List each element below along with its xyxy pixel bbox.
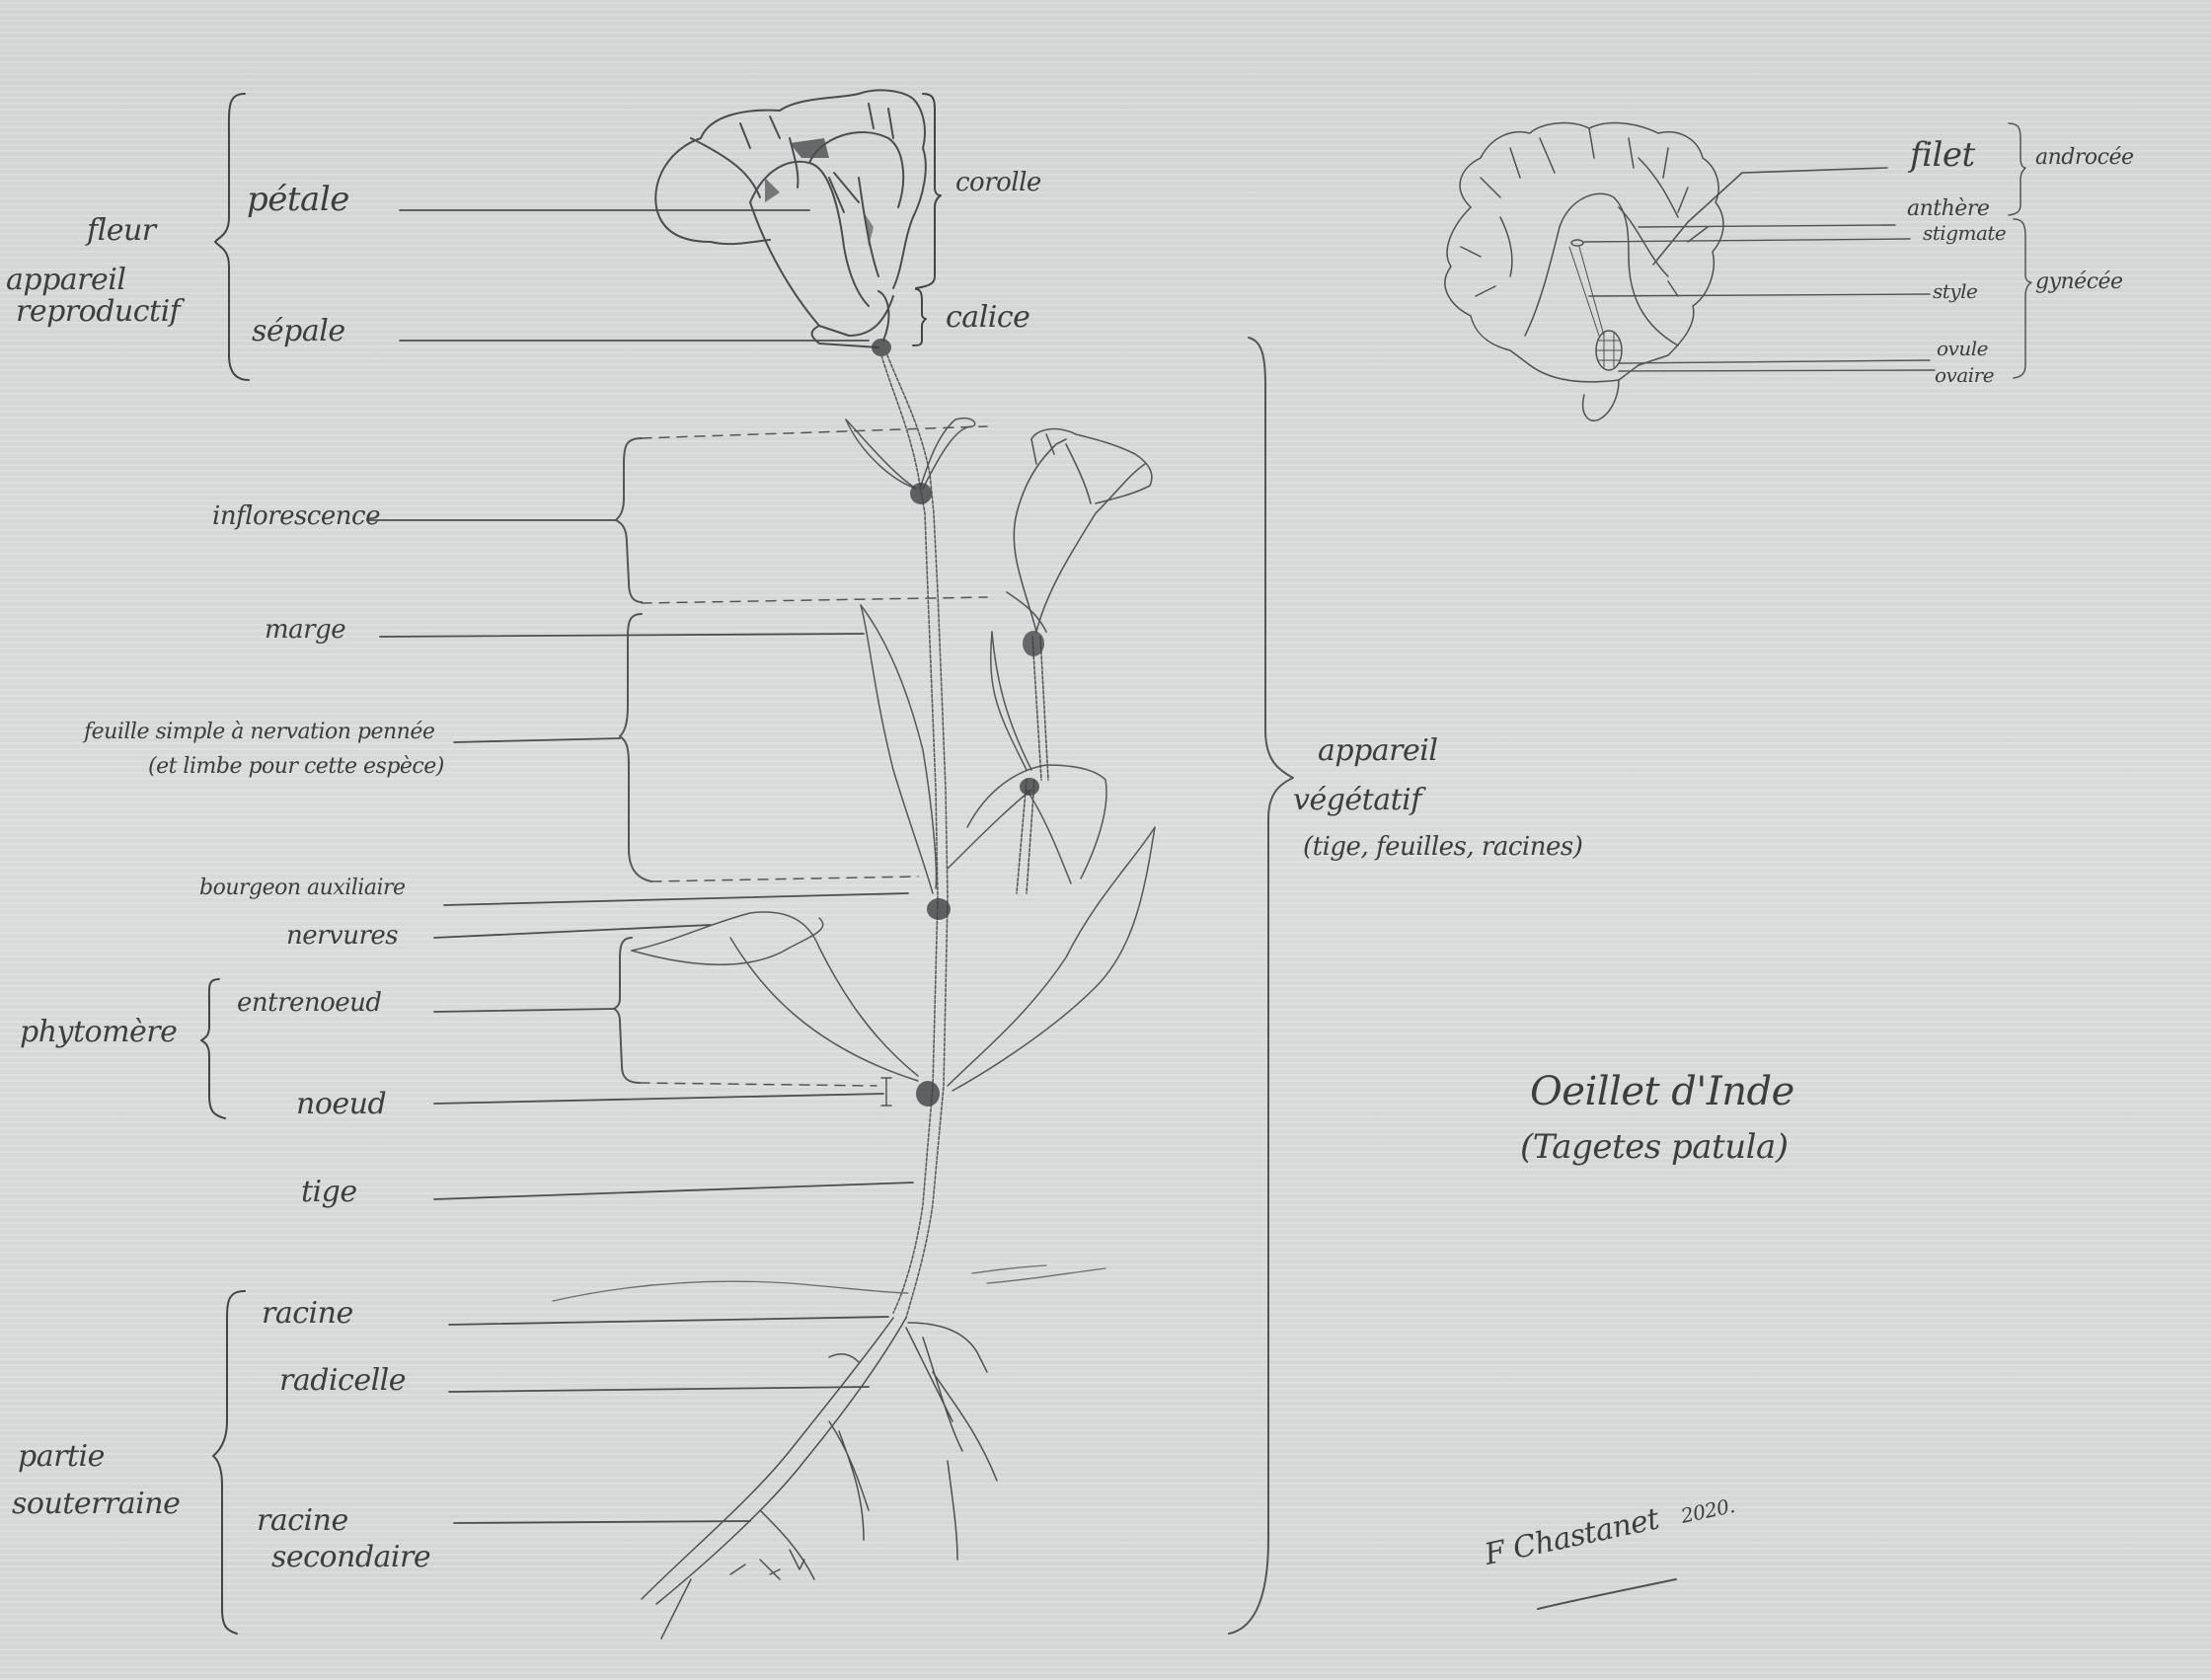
label-inflorescence: inflorescence xyxy=(212,501,380,531)
flower-cross-section xyxy=(1444,121,1936,421)
label-noeud: noeud xyxy=(296,1087,387,1121)
signature-underline xyxy=(1537,1578,1677,1610)
label-appareil-reproductif-2: reproductif xyxy=(16,294,181,329)
stem-nodes xyxy=(910,483,1039,1107)
brace-vegetatif xyxy=(1228,337,1294,1635)
brace-corolle-calice xyxy=(912,93,942,346)
second-flower xyxy=(1006,427,1153,894)
brace-androcee xyxy=(2008,122,2026,216)
label-corolle: corolle xyxy=(955,168,1041,197)
label-bourgeon-auxiliaire: bourgeon auxiliaire xyxy=(199,876,406,900)
label-entrenoeud: entrenoeud xyxy=(237,988,382,1018)
label-appareil-vegetatif-3: (tige, feuilles, racines) xyxy=(1303,832,1583,862)
label-fleur: fleur xyxy=(87,213,156,248)
brace-entrenoeud xyxy=(613,937,892,1107)
title-scientific-name: (Tagetes patula) xyxy=(1520,1127,1789,1167)
brace-inflorescence xyxy=(615,425,988,604)
roots xyxy=(641,1317,998,1640)
label-feuille: feuille simple à nervation pennée xyxy=(84,720,435,744)
label-marge: marge xyxy=(265,615,346,645)
ground-line xyxy=(552,1264,1106,1302)
label-ovule: ovule xyxy=(1937,337,1988,360)
label-gynecee: gynécée xyxy=(2035,269,2123,294)
label-tige: tige xyxy=(301,1175,357,1209)
brace-feuille xyxy=(619,613,919,882)
leaves xyxy=(631,417,1156,1092)
label-racine-secondaire-1: racine xyxy=(257,1503,348,1538)
main-flower xyxy=(654,89,927,356)
label-ovaire: ovaire xyxy=(1935,363,1995,387)
label-petale: pétale xyxy=(247,180,349,219)
label-racine-secondaire-2: secondaire xyxy=(271,1540,431,1574)
label-style: style xyxy=(1933,279,1978,303)
label-filet: filet xyxy=(1910,135,1975,175)
label-racine: racine xyxy=(262,1296,353,1331)
label-nervures: nervures xyxy=(286,921,399,951)
label-radicelle: radicelle xyxy=(279,1363,407,1398)
label-partie: partie xyxy=(18,1439,105,1474)
label-calice: calice xyxy=(946,300,1030,335)
label-feuille-note: (et limbe pour cette espèce) xyxy=(148,754,444,779)
brace-gynecee xyxy=(2013,218,2032,379)
brace-fleur xyxy=(214,93,250,381)
label-sepale: sépale xyxy=(252,314,345,348)
main-stem xyxy=(880,354,949,1319)
leader-lines xyxy=(366,209,914,1524)
label-androcee: androcée xyxy=(2035,145,2134,170)
label-appareil-vegetatif-2: végétatif xyxy=(1293,783,1421,817)
label-appareil-reproductif-1: appareil xyxy=(6,263,126,297)
label-phytomere: phytomère xyxy=(20,1015,178,1049)
brace-phytomere xyxy=(200,978,226,1119)
label-appareil-vegetatif-1: appareil xyxy=(1318,733,1438,768)
label-stigmate: stigmate xyxy=(1923,221,2007,245)
label-anthere: anthère xyxy=(1907,196,1990,221)
title-common-name: Oeillet d'Inde xyxy=(1530,1069,1794,1114)
brace-souterraine xyxy=(212,1290,246,1635)
label-souterraine: souterraine xyxy=(12,1487,181,1521)
